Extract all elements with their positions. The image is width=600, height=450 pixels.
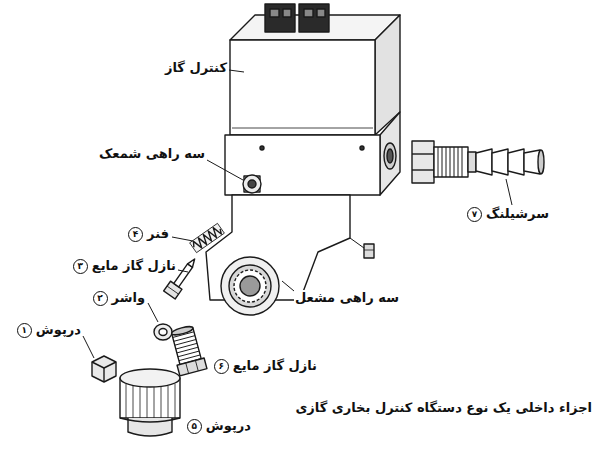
pilot-tee — [248, 180, 256, 188]
leader-lines — [148, 303, 158, 322]
part-label: سه راهی شمعک — [98, 146, 206, 162]
part-label: واشر — [111, 290, 146, 306]
part-label: فنر — [146, 226, 170, 242]
electric-connector — [299, 4, 329, 32]
callout-number: ۴ — [128, 227, 143, 242]
small-cap — [92, 356, 116, 382]
hose-fitting — [434, 147, 468, 177]
callout-number: ۶ — [214, 359, 229, 374]
callout-number: ۱ — [17, 323, 32, 338]
control-box — [232, 128, 373, 129]
control-box — [230, 15, 400, 135]
small-cap — [92, 362, 116, 368]
hose-fitting — [492, 149, 508, 175]
control-box — [230, 40, 375, 135]
leader-lines — [229, 70, 244, 72]
washer — [159, 329, 167, 336]
callout-number: ۵ — [187, 419, 202, 434]
spring — [190, 223, 225, 252]
leader-lines — [178, 270, 188, 272]
electric-connector — [270, 9, 279, 17]
lpg-nozzle-large — [186, 363, 189, 374]
large-cap — [120, 369, 180, 387]
callout-number: ۳ — [73, 259, 88, 274]
spring — [190, 223, 225, 252]
lpg-nozzle-large — [171, 325, 194, 336]
burner-tee — [234, 270, 266, 302]
hose-fitting — [508, 149, 524, 175]
leader-lines — [207, 160, 243, 180]
burner-tee — [364, 244, 374, 258]
hose-fitting — [538, 150, 544, 174]
part-label: سه راهی مشعل — [294, 290, 400, 306]
hose-fitting — [412, 141, 434, 183]
valve-body — [225, 135, 380, 195]
washer — [154, 324, 172, 340]
burner-tee — [221, 257, 279, 315]
lpg-nozzle-large — [177, 358, 207, 376]
hose-fitting — [412, 141, 544, 183]
callout-number: ۷ — [467, 207, 482, 222]
part-label: نازل گاز مایع — [232, 358, 318, 374]
valve-body — [380, 112, 400, 195]
part-label: کنترل گاز — [164, 60, 228, 76]
hose-fitting — [412, 169, 434, 170]
large-cap — [120, 369, 180, 436]
part-label: درپوش — [205, 418, 252, 434]
hose-fitting — [476, 149, 492, 175]
valve-body — [387, 149, 393, 163]
leader-lines — [83, 336, 94, 358]
part-label: نازل گاز مایع — [91, 258, 177, 274]
leader-lines — [506, 179, 512, 205]
small-cap — [103, 368, 104, 382]
hose-fitting — [412, 153, 434, 154]
electric-connector — [317, 9, 325, 17]
electric-connector — [265, 4, 295, 32]
hose-fitting — [468, 152, 476, 172]
lpg-nozzle-large — [173, 332, 200, 361]
lpg-nozzle-large — [195, 360, 198, 371]
electric-connector — [265, 4, 329, 32]
large-cap — [120, 418, 180, 422]
leader-lines — [172, 237, 193, 241]
pilot-tee — [243, 175, 261, 193]
large-cap — [126, 384, 175, 418]
part-label: درپوش — [35, 322, 82, 338]
pilot-tee — [243, 175, 261, 193]
small-cap — [92, 356, 116, 382]
washer — [154, 324, 172, 340]
burner-tee — [229, 265, 271, 307]
lpg-nozzle-small — [167, 286, 178, 294]
callout-number: ۲ — [93, 291, 108, 306]
valve-body — [360, 146, 364, 150]
part-label: سرشیلنگ — [485, 206, 550, 222]
lpg-nozzle-small — [188, 257, 198, 267]
electric-connector — [283, 9, 291, 17]
burner-tee — [364, 250, 374, 251]
lpg-nozzle-large — [168, 324, 207, 376]
electric-connector — [304, 9, 313, 17]
figure-caption: اجزاء داخلی یک نوع دستگاه کنترل بخاری گا… — [295, 400, 592, 416]
valve-body — [384, 143, 396, 169]
burner-tee — [350, 238, 364, 248]
pilot-tee — [244, 176, 260, 192]
leader-lines — [83, 70, 512, 358]
valve-body — [260, 146, 264, 150]
burner-tee — [240, 276, 260, 296]
hose-fitting — [438, 147, 462, 177]
spring — [191, 225, 223, 252]
valve-body — [225, 112, 400, 195]
